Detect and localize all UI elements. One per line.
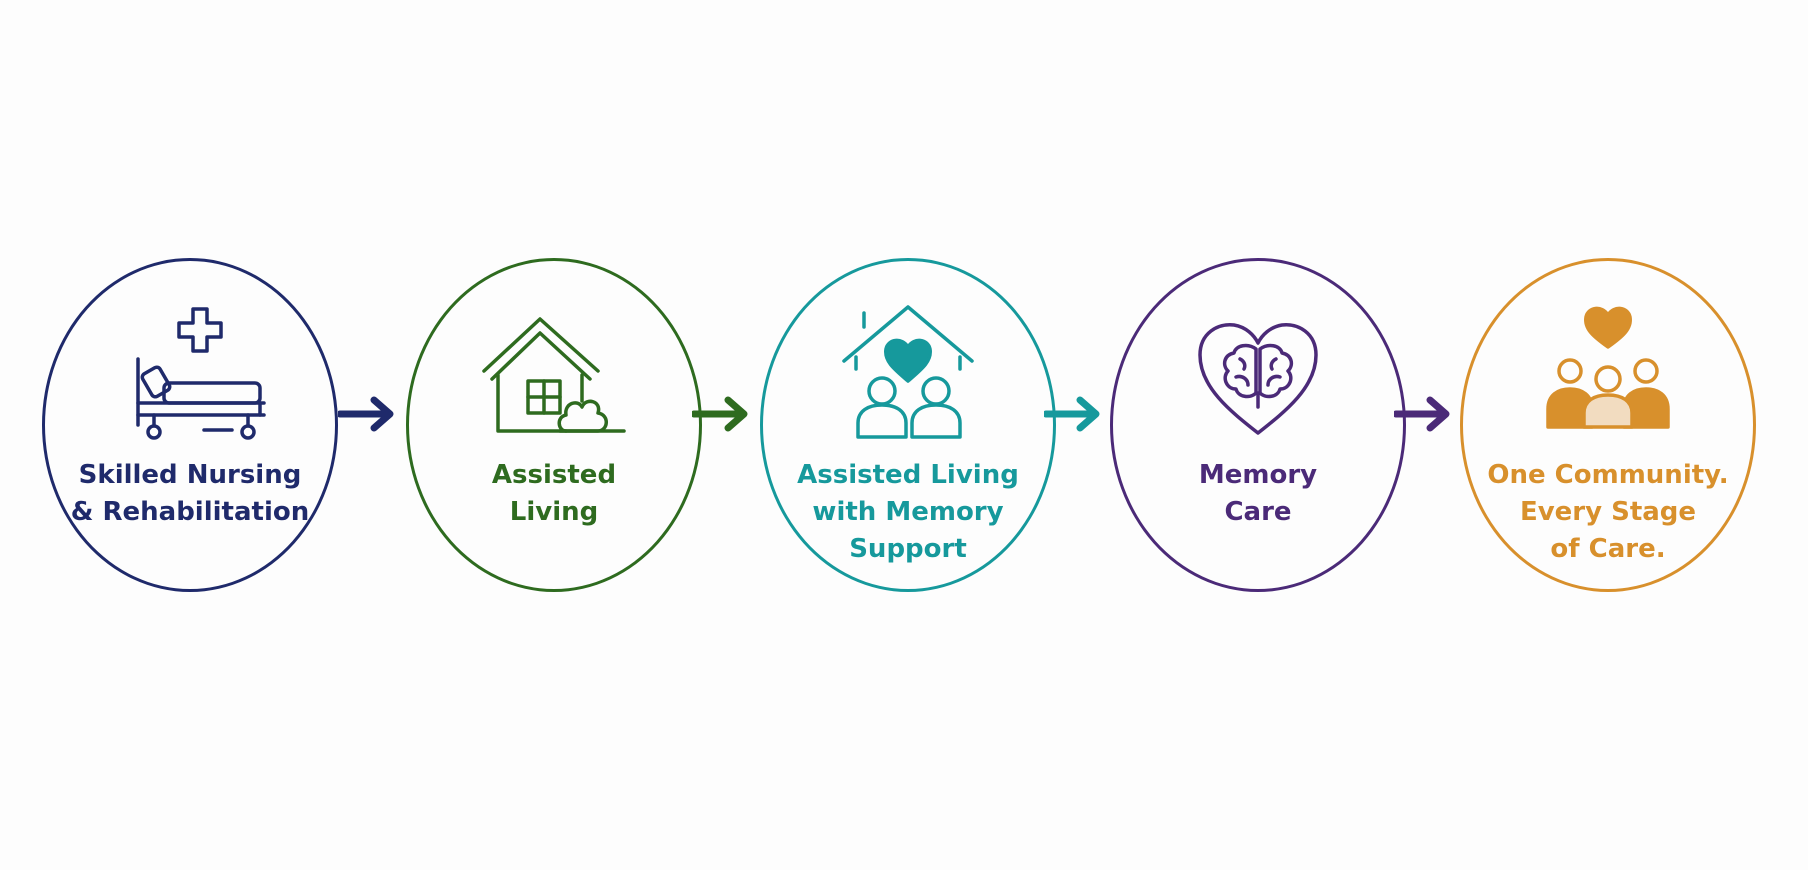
stage-label: Assisted Living with Memory Support xyxy=(779,457,1037,568)
stage-skilled-nursing: Skilled Nursing & Rehabilitation xyxy=(42,258,338,592)
hospital-bed-icon xyxy=(110,299,270,440)
stage-label-line: Care xyxy=(1224,497,1292,527)
stage-label-line: of Care. xyxy=(1550,534,1666,564)
stage-assisted-living-memory-support: Assisted Living with Memory Support xyxy=(760,258,1056,592)
stage-label: Assisted Living xyxy=(425,457,683,531)
stage-label: Memory Care xyxy=(1129,457,1387,531)
arrow-right-icon xyxy=(1394,390,1456,438)
stage-label-line: Memory xyxy=(1198,460,1318,490)
stage-label-line: & Rehabilitation xyxy=(70,497,310,527)
stage-label-line: Skilled Nursing xyxy=(78,460,302,490)
stage-label-line: Support xyxy=(849,534,967,564)
stage-label: Skilled Nursing & Rehabilitation xyxy=(61,457,319,531)
arrow-right-icon xyxy=(338,390,400,438)
heart-brain-icon xyxy=(1178,299,1338,439)
stage-label: One Community. Every Stage of Care. xyxy=(1479,457,1737,568)
stage-assisted-living: Assisted Living xyxy=(406,258,702,592)
stage-label-line: with Memory xyxy=(812,497,1004,527)
stage-label-line: Living xyxy=(509,497,599,527)
house-icon xyxy=(474,299,634,439)
stage-memory-care: Memory Care xyxy=(1110,258,1406,592)
stage-label-line: Assisted xyxy=(491,460,617,490)
stage-one-community: One Community. Every Stage of Care. xyxy=(1460,258,1756,592)
community-heart-icon xyxy=(1528,299,1688,439)
arrow-right-icon xyxy=(1044,390,1106,438)
arrow-right-icon xyxy=(692,390,754,438)
stage-label-line: One Community. xyxy=(1487,460,1729,490)
stage-label-line: Assisted Living xyxy=(797,460,1019,490)
house-heart-people-icon xyxy=(828,299,988,439)
stage-label-line: Every Stage xyxy=(1519,497,1697,527)
